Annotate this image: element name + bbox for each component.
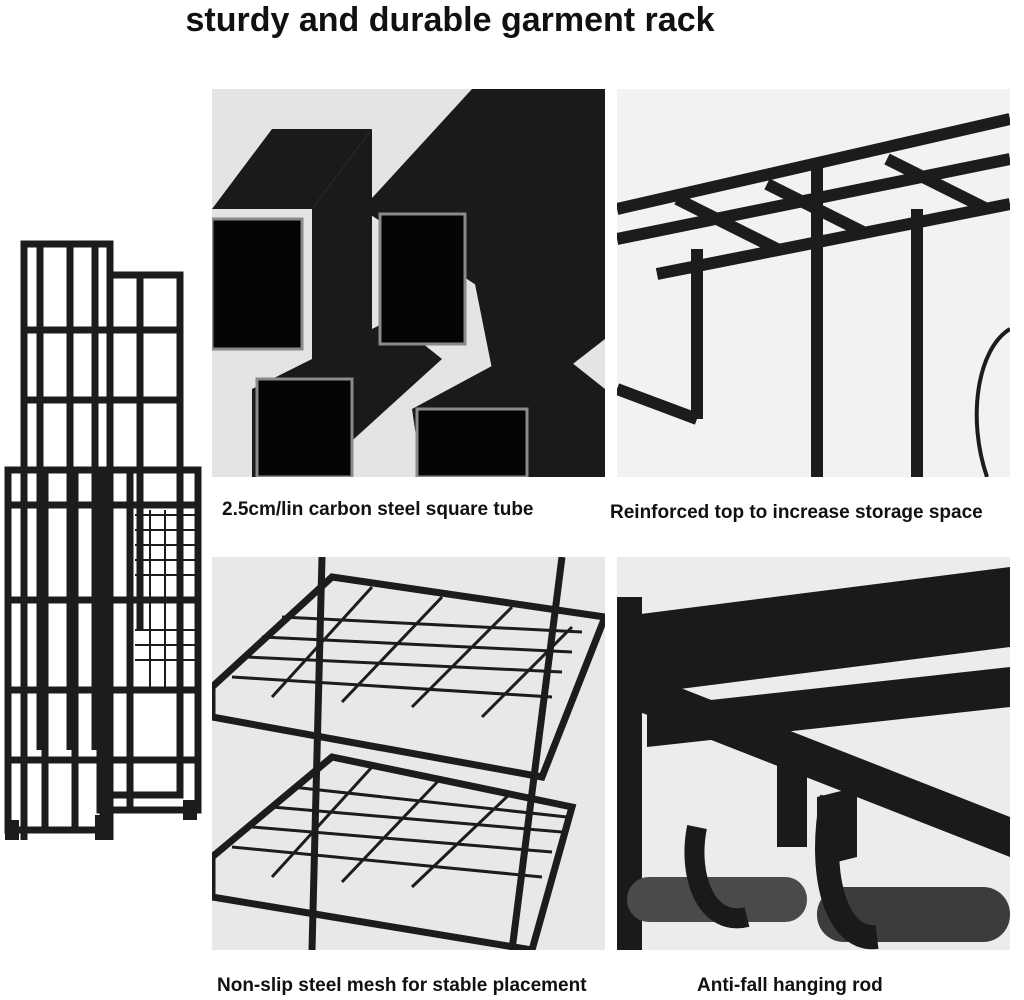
caption-square-tube: 2.5cm/lin carbon steel square tube	[222, 499, 534, 520]
caption-hanging-rod: Anti-fall hanging rod	[697, 975, 883, 996]
reinforced-top-closeup-image	[617, 89, 1010, 477]
page-title: sturdy and durable garment rack	[185, 1, 715, 39]
caption-reinforced-top: Reinforced top to increase storage space	[610, 502, 983, 523]
steel-mesh-closeup-image	[212, 557, 605, 950]
folded-rack-image	[0, 230, 210, 848]
square-tube-closeup-image	[212, 89, 605, 477]
hanging-rod-closeup-image	[617, 557, 1010, 950]
caption-steel-mesh: Non-slip steel mesh for stable placement	[217, 975, 587, 996]
